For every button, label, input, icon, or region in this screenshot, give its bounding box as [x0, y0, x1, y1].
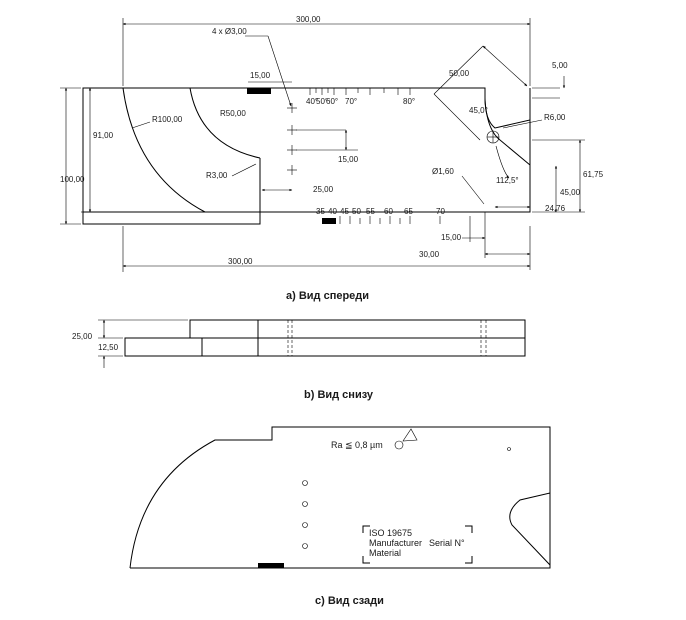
dim-15-top: 15,00: [250, 71, 271, 80]
dim-25: 25,00: [313, 185, 334, 194]
label-material: Material: [369, 548, 401, 558]
dim-15-bottom: 15,00: [441, 233, 462, 242]
dim-15-mid: 15,00: [338, 155, 359, 164]
bottom-lower-strip: [124, 337, 526, 357]
label-serial: Serial N°: [429, 538, 465, 548]
label-manufacturer: Manufacturer: [369, 538, 422, 548]
dim-12-bottom: 12,50: [98, 343, 119, 352]
dim-25-bottom: 25,00: [72, 332, 93, 341]
dim-112: 112,5°: [496, 176, 519, 185]
dim-r3: R3,00: [206, 171, 228, 180]
dim-24: 24,76: [545, 204, 566, 213]
scale-40: 40°: [306, 97, 318, 106]
hole-markers: [287, 103, 297, 175]
r6-leader: [502, 119, 543, 129]
scale-50: 50°: [316, 97, 328, 106]
label-iso: ISO 19675: [369, 528, 412, 538]
dim-line-50: [482, 45, 528, 87]
back-small-hole: [507, 447, 511, 451]
dim-300-bottom: 300,00: [228, 257, 253, 266]
dim-5: 5,00: [552, 61, 568, 70]
angle-112-arc: [495, 145, 510, 179]
ext-50-a: [433, 45, 484, 95]
caption-bottom: b) Вид снизу: [304, 389, 374, 401]
r50-arc: [189, 87, 261, 159]
dim-300-top: 300,00: [296, 15, 321, 24]
dim-30: 30,00: [419, 250, 440, 259]
back-hole-4: [302, 543, 308, 549]
dim-91: 91,00: [93, 131, 114, 140]
notch-outline: [484, 88, 531, 166]
scale-60: 60°: [326, 97, 338, 106]
roughness-triangle: [402, 428, 418, 442]
back-view: Ra ≦ 0,8 µm ISO 19675 Manufacturer Seria…: [129, 426, 551, 607]
top-scale-ticks: [247, 88, 411, 95]
dim-r50: R50,00: [220, 109, 246, 118]
r3-leader: [231, 163, 257, 177]
dim-r100: R100,00: [152, 115, 183, 124]
dim-phi16: Ø1,60: [432, 167, 454, 176]
scale-50b: 50: [352, 207, 361, 216]
scale-70: 70°: [345, 97, 357, 106]
dim-50: 50,00: [449, 69, 470, 78]
scale-55: 55: [366, 207, 375, 216]
r100-arc: [122, 87, 206, 213]
dim-100: 100,00: [60, 175, 85, 184]
front-view: 40° 50° 60° 70° 80° 35 40 45 50 55 60 65…: [60, 15, 604, 302]
scale-40b: 40: [328, 207, 337, 216]
scale-80: 80°: [403, 97, 415, 106]
label-frame: [362, 525, 473, 564]
roughness-text: Ra ≦ 0,8 µm: [331, 440, 383, 450]
back-hole-1: [302, 480, 308, 486]
scale-35: 35: [316, 207, 325, 216]
diag-45-line: [433, 93, 481, 141]
dim-holes: 4 x Ø3,00: [212, 27, 247, 36]
phi-leader: [461, 175, 485, 205]
back-hole-2: [302, 501, 308, 507]
dim-r6: R6,00: [544, 113, 566, 122]
back-view-outline: [129, 426, 551, 569]
roughness-circle: [394, 440, 404, 450]
bottom-scale-ticks: [322, 216, 471, 224]
front-view-outline: [82, 87, 531, 225]
caption-back: c) Вид сзади: [315, 595, 384, 607]
dim-61: 61,75: [583, 170, 604, 179]
holes-leader: [267, 35, 292, 107]
scale-60b: 60: [384, 207, 393, 216]
bottom-view: 25,00 12,50 b) Вид снизу: [72, 319, 526, 401]
dim-45: 45,00: [560, 188, 581, 197]
r100-leader: [131, 121, 151, 129]
scale-65: 65: [404, 207, 413, 216]
scale-70b: 70: [436, 207, 445, 216]
back-hole-3: [302, 522, 308, 528]
dim-45deg: 45,0°: [469, 106, 488, 115]
bottom-upper-strip: [189, 319, 526, 339]
back-scale-mark: [258, 563, 284, 568]
scale-45: 45: [340, 207, 349, 216]
caption-front: а) Вид спереди: [286, 290, 369, 302]
